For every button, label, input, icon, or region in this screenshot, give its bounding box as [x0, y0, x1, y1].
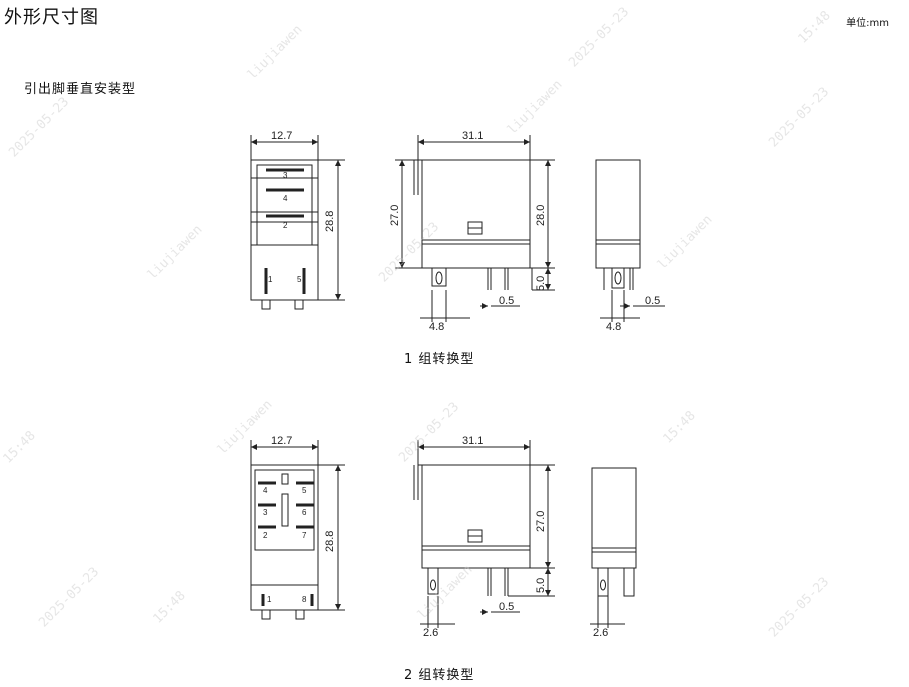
d2-front-height: 28.8 [324, 531, 336, 552]
d2-front-view [250, 440, 345, 620]
d1-front-width: 12.7 [271, 130, 292, 142]
d2-pin-label: 1 [267, 595, 272, 604]
d1-pin-label: 5 [297, 275, 302, 284]
d2-side-pin-gap: 2.6 [423, 627, 438, 639]
d2-end-pin-gap: 2.6 [593, 627, 608, 639]
d1-side-total-height: 28.0 [535, 205, 547, 226]
d1-end-pin-thickness: 0.5 [645, 295, 660, 307]
diagram1-caption: 1 组转换型 [404, 352, 475, 367]
d1-side-width: 31.1 [462, 130, 483, 142]
d1-end-pin-gap: 4.8 [606, 321, 621, 333]
d1-pin-label: 4 [283, 194, 288, 203]
d1-side-pin-length: 5.0 [535, 276, 547, 291]
d1-end-view [595, 159, 665, 322]
d2-pin-label: 7 [302, 531, 307, 540]
d2-side-width: 31.1 [462, 435, 483, 447]
d2-side-body-height: 27.0 [535, 511, 547, 532]
d1-side-pin-gap: 4.8 [429, 321, 444, 333]
d2-side-pin-thickness: 0.5 [499, 601, 514, 613]
diagram2-caption: 2 组转换型 [404, 668, 475, 683]
d2-pin-label: 4 [263, 486, 268, 495]
section-label: 引出脚垂直安装型 [24, 82, 137, 97]
d2-end-view [590, 467, 637, 628]
d2-pin-label: 8 [302, 595, 307, 604]
d1-pin-label: 1 [268, 275, 273, 284]
d1-side-body-height: 27.0 [389, 205, 401, 226]
d1-front-height: 28.8 [324, 211, 336, 232]
d2-front-width: 12.7 [271, 435, 292, 447]
d2-pin-label: 5 [302, 486, 307, 495]
page-title: 外形尺寸图 [4, 7, 99, 28]
d1-pin-label: 2 [283, 221, 288, 230]
d1-side-view [395, 135, 555, 322]
d2-side-view [413, 440, 555, 628]
d2-pin-label: 6 [302, 508, 307, 517]
d2-pin-label: 2 [263, 531, 268, 540]
d1-pin-label: 3 [283, 171, 288, 180]
d2-side-pin-length: 5.0 [535, 578, 547, 593]
d2-pin-label: 3 [263, 508, 268, 517]
d1-side-pin-thickness: 0.5 [499, 295, 514, 307]
unit-label: 单位:mm [846, 18, 889, 29]
d1-front-view [250, 135, 345, 310]
